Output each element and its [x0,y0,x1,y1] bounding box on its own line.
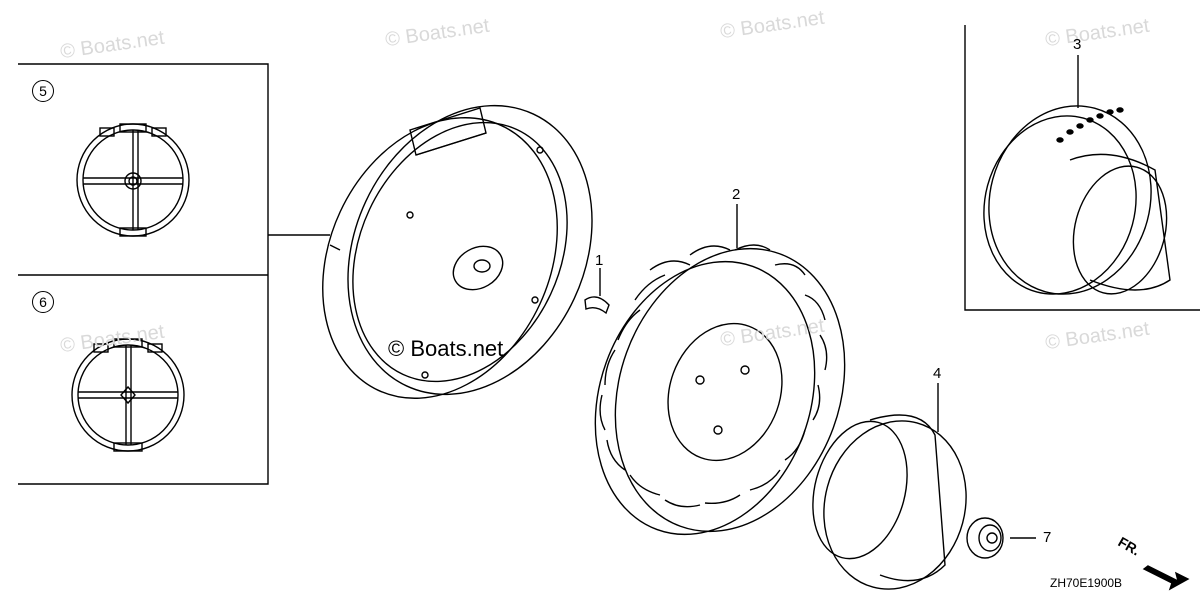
hub-variant-5 [76,123,190,237]
callout-1: 1 [595,252,604,269]
diagram-code: ZH70E1900B [1050,576,1123,590]
starter-cup [812,383,967,590]
part3-box [964,25,1200,311]
callout-3: 3 [1073,36,1082,53]
variant-label-6: 6 [32,291,54,313]
flange-nut [966,517,1036,559]
front-direction-arrow [1142,565,1190,591]
center-watermark: © Boats.net [388,336,504,361]
starter-pulley-part3 [983,55,1171,295]
hub-variant-6 [71,338,185,452]
starter-cover-disk [322,104,593,399]
callout-7: 7 [1043,529,1052,546]
variant-label-5: 5 [32,80,54,102]
flywheel [594,204,846,536]
variant-box-6 [18,275,269,485]
callout-4: 4 [933,365,942,382]
variant-box-5 [18,63,269,275]
woodruff-key [584,268,610,315]
callout-2: 2 [732,186,741,203]
